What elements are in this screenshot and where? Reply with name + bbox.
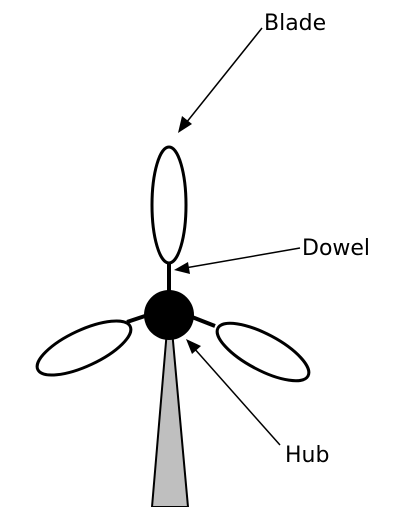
top-blade [152,147,186,263]
dowel-pointer-arrowhead [174,262,190,274]
left-blade [30,310,138,386]
right-dowel [192,317,215,326]
hub-pointer-arrowhead [186,339,201,354]
tower [152,330,188,507]
right-blade [210,312,317,392]
dowel-label: Dowel [302,236,370,261]
dowel-pointer-line [185,248,300,268]
hub [144,290,194,340]
hub-label: Hub [285,443,329,468]
blade-pointer-line [186,28,262,123]
blade-label: Blade [264,11,326,36]
